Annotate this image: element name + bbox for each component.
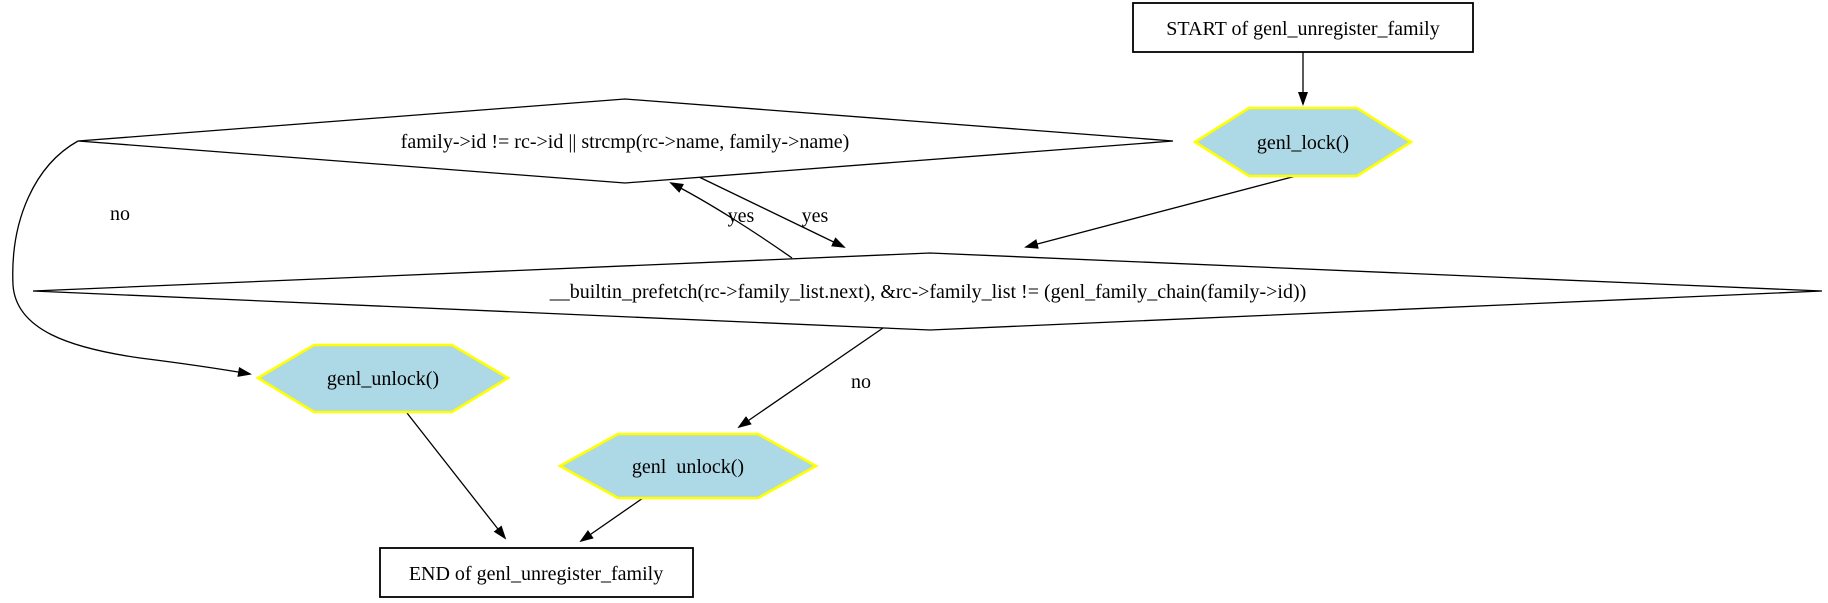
loop-condition-diamond-shape [32,252,1823,331]
if-condition-label: family->id != rc->id || strcmp(rc->name,… [401,131,850,153]
edge-label-yes-up: yes [728,205,755,227]
edge-if-cond-to-unlock-left-no [12,140,252,377]
node-genl-lock: genl_lock() [1192,106,1414,178]
genl-unlock-left-hexagon-shape [255,343,511,414]
genl-unlock-mid-hexagon-shape [557,432,819,500]
edge-loop-cond-to-if-cond-yes [669,182,793,259]
end-box-label: END of genl_unregister_family [409,563,663,585]
edge-genl-lock-to-loop-cond [1024,175,1297,249]
edge-unlock-mid-to-end [579,497,644,543]
end-box-shape [379,547,694,598]
node-if-condition: family->id != rc->id || strcmp(rc->name,… [77,98,1174,184]
edge-label-no-left: no [110,203,130,225]
genl-lock-hexagon-shape [1192,106,1414,178]
node-end: END of genl_unregister_family [379,547,694,598]
node-start: START of genl_unregister_family [1132,2,1474,53]
node-loop-condition: __builtin_prefetch(rc->family_list.next)… [32,252,1823,331]
edge-group [12,52,1308,543]
start-box-label: START of genl_unregister_family [1166,18,1439,40]
genl-unlock-left-label: genl_unlock() [327,368,439,390]
edge-if-cond-to-loop-cond-yes [696,175,846,248]
if-condition-diamond-shape [77,98,1174,184]
node-genl-unlock-mid: genl unlock() [557,432,819,500]
edge-loop-cond-to-unlock-mid-no [737,327,884,429]
edge-unlock-left-to-end [406,412,507,540]
genl-unlock-mid-label: genl unlock() [632,456,744,478]
loop-condition-label: __builtin_prefetch(rc->family_list.next)… [549,281,1307,303]
start-box-shape [1132,2,1474,53]
edge-label-yes-down: yes [802,205,829,227]
node-genl-unlock-left: genl_unlock() [255,343,511,414]
edge-label-no-mid: no [851,371,871,393]
genl-lock-label: genl_lock() [1257,132,1349,154]
